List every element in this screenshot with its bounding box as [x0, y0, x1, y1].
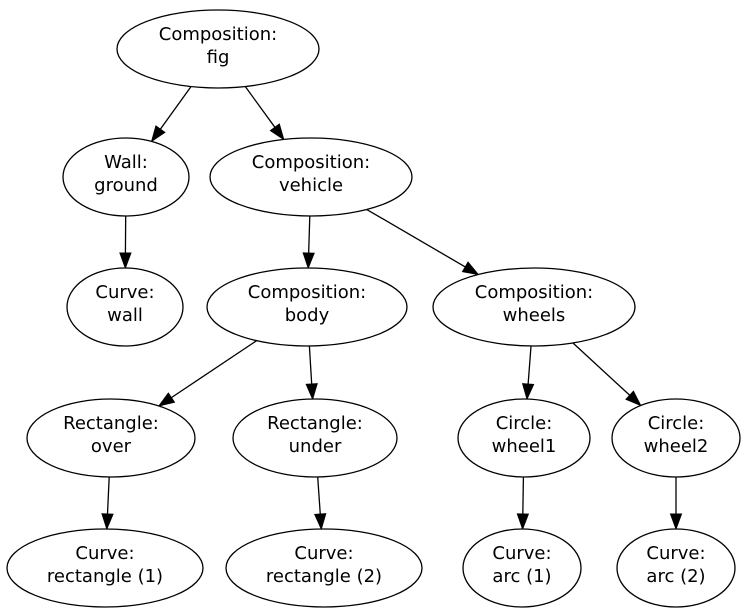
edge-over-rect1 — [101, 476, 114, 531]
edge-line — [527, 345, 532, 385]
node-label-name: wheels — [503, 305, 566, 326]
node-label-name: arc (1) — [492, 566, 551, 587]
node-label-name: rectangle (1) — [47, 566, 163, 587]
arrowhead-icon — [101, 513, 114, 531]
node-over: Rectangle:over — [26, 398, 196, 478]
edge-fig-vehicle — [244, 86, 285, 141]
node-label-type: Circle: — [648, 413, 705, 434]
arrowhead-icon — [314, 513, 327, 531]
edge-line — [308, 215, 311, 254]
node-wheel1: Circle:wheel1 — [457, 398, 591, 478]
node-wheel2: Circle:wheel2 — [611, 398, 741, 478]
node-ellipse — [432, 267, 636, 347]
node-ellipse — [6, 528, 204, 608]
node-label-type: Rectangle: — [63, 413, 159, 434]
node-label-name: ground — [94, 175, 158, 196]
arrowhead-icon — [516, 513, 530, 531]
node-label-type: Composition: — [252, 152, 370, 173]
node-ellipse — [457, 398, 591, 478]
edge-line — [159, 86, 192, 130]
node-ellipse — [232, 398, 398, 478]
node-rect1: Curve:rectangle (1) — [6, 528, 204, 608]
node-ellipse — [616, 528, 736, 608]
node-label-name: body — [285, 305, 330, 326]
node-wall: Curve:wall — [66, 267, 184, 347]
node-ellipse — [611, 398, 741, 478]
node-ellipse — [62, 137, 190, 217]
node-arc1: Curve:arc (1) — [462, 528, 582, 608]
edge-body-over — [157, 340, 257, 407]
node-label-type: Wall: — [104, 152, 148, 173]
edge-line — [171, 340, 257, 399]
edge-line — [572, 342, 631, 396]
arrowhead-icon — [625, 390, 642, 407]
edge-vehicle-wheels — [366, 208, 480, 276]
edge-line — [106, 476, 110, 515]
edge-vehicle-body — [302, 215, 315, 270]
node-label-type: Curve: — [646, 543, 705, 564]
node-body: Composition:body — [206, 267, 408, 347]
arrowhead-icon — [150, 125, 166, 143]
edge-line — [366, 208, 466, 268]
node-label-name: over — [91, 436, 132, 457]
edge-under-rect2 — [314, 476, 327, 531]
node-ellipse — [26, 398, 196, 478]
node-ellipse — [225, 528, 423, 608]
node-rect2: Curve:rectangle (2) — [225, 528, 423, 608]
node-label-name: wheel1 — [492, 436, 557, 457]
node-ellipse — [116, 9, 320, 89]
edge-line — [317, 476, 321, 515]
node-fig: Composition:fig — [116, 9, 320, 89]
node-ellipse — [209, 137, 413, 217]
node-label-name: rectangle (2) — [266, 566, 382, 587]
node-label-name: wheel2 — [644, 436, 709, 457]
node-label-name: wall — [107, 305, 143, 326]
node-ellipse — [66, 267, 184, 347]
edge-wheels-wheel1 — [521, 345, 535, 401]
node-wheels: Composition:wheels — [432, 267, 636, 347]
edge-line — [522, 476, 525, 515]
node-label-name: arc (2) — [646, 566, 705, 587]
node-label-name: under — [289, 436, 342, 457]
edge-line — [308, 345, 313, 385]
node-label-type: Composition: — [248, 282, 366, 303]
arrowhead-icon — [157, 392, 176, 407]
edge-wheel1-arc1 — [516, 476, 530, 531]
arrowhead-icon — [669, 513, 683, 531]
edge-ground-wall — [119, 215, 132, 270]
node-under: Rectangle:under — [232, 398, 398, 478]
node-arc2: Curve:arc (2) — [616, 528, 736, 608]
edge-fig-ground — [150, 86, 192, 143]
node-label-name: vehicle — [279, 175, 343, 196]
node-label-type: Curve: — [294, 543, 353, 564]
arrowhead-icon — [302, 252, 315, 270]
node-label-type: Curve: — [75, 543, 134, 564]
node-label-type: Curve: — [95, 282, 154, 303]
node-label-type: Circle: — [496, 413, 553, 434]
node-vehicle: Composition:vehicle — [209, 137, 413, 217]
node-label-type: Composition: — [159, 24, 277, 45]
node-label-name: fig — [207, 47, 230, 68]
node-ellipse — [462, 528, 582, 608]
arrowhead-icon — [269, 123, 285, 141]
node-label-type: Composition: — [475, 282, 593, 303]
arrowhead-icon — [119, 252, 132, 270]
arrowhead-icon — [461, 261, 480, 276]
arrowhead-icon — [521, 383, 535, 401]
node-label-type: Rectangle: — [267, 413, 363, 434]
edge-wheel2-arc2 — [669, 477, 683, 531]
arrowhead-icon — [305, 383, 318, 401]
edge-body-under — [305, 345, 318, 401]
edge-wheels-wheel2 — [572, 342, 642, 407]
node-label-type: Curve: — [492, 543, 551, 564]
edge-line — [244, 86, 276, 128]
node-ground: Wall:ground — [62, 137, 190, 217]
node-ellipse — [206, 267, 408, 347]
